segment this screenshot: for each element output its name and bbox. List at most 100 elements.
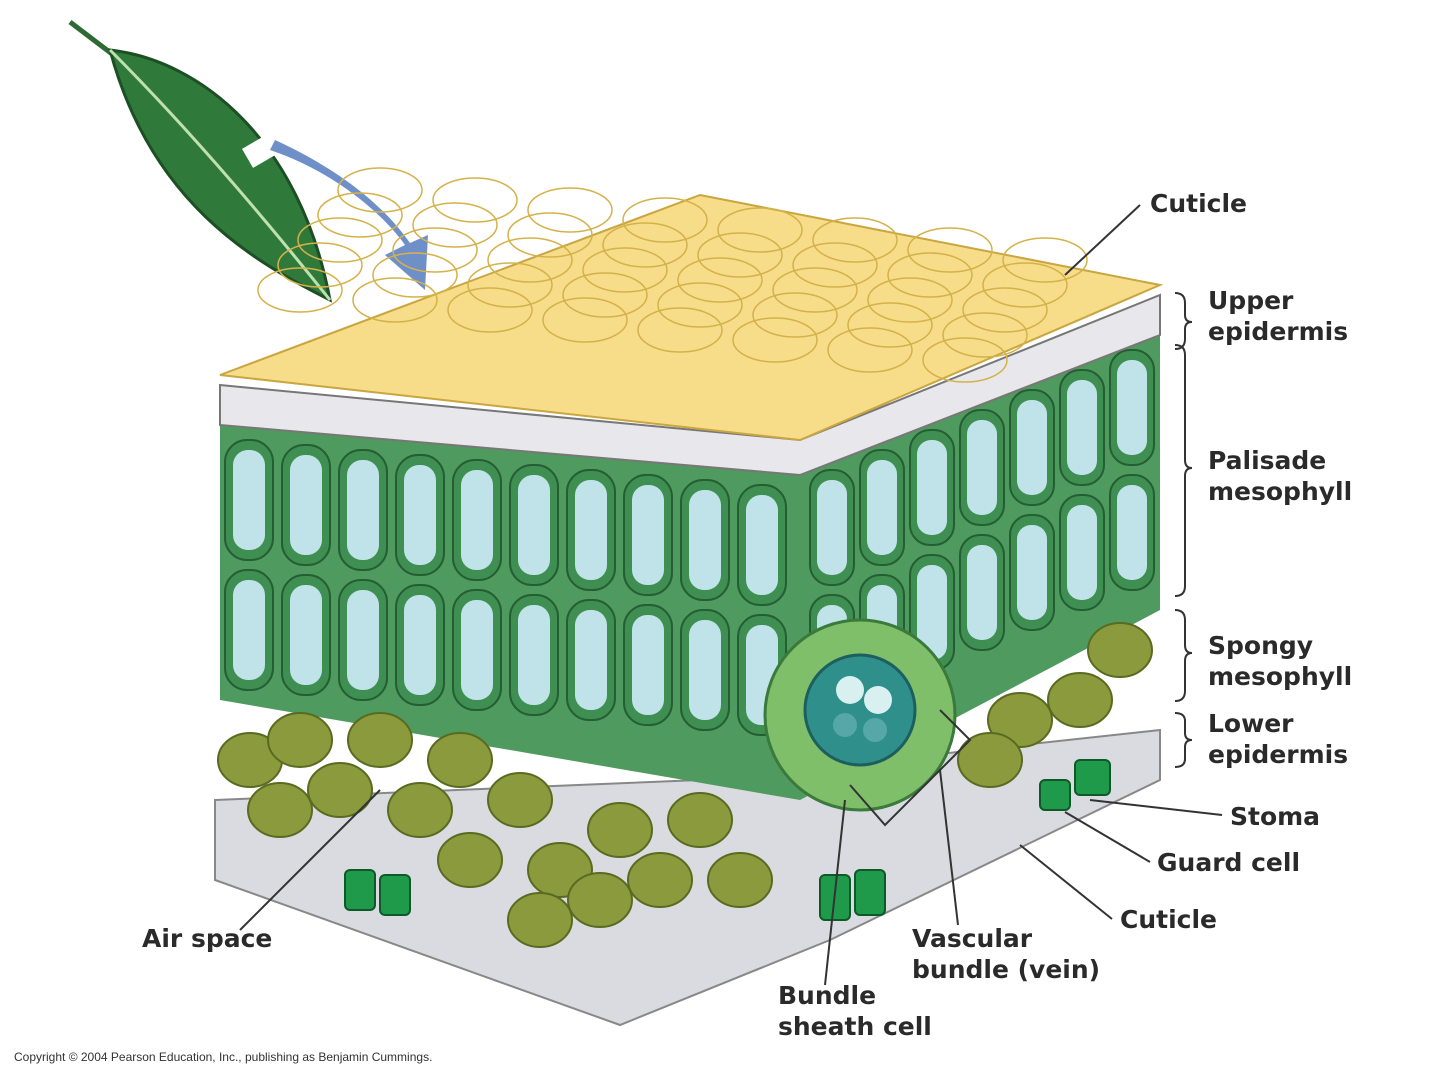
cuticle-cell <box>752 292 838 338</box>
label-line: epidermis <box>1208 740 1349 769</box>
spongy-cell <box>487 772 553 828</box>
cuticle-cell <box>657 282 743 328</box>
spongy-cell <box>667 792 733 848</box>
cuticle-cell-outlines <box>257 167 1088 383</box>
cuticle-cell <box>1002 237 1088 283</box>
cuticle-cell <box>982 262 1068 308</box>
spongy-cell <box>1087 622 1153 678</box>
cuticle-cell <box>277 242 363 288</box>
label-guard-cell: Guard cell <box>1157 848 1301 877</box>
cell-vacuole <box>518 605 550 705</box>
cell-vacuole <box>817 480 847 575</box>
cell-vacuole <box>347 590 379 690</box>
cell-vacuole <box>347 460 379 560</box>
label-line: bundle (vein) <box>912 955 1101 984</box>
cuticle-cell <box>677 257 763 303</box>
cell-vacuole <box>967 545 997 640</box>
cuticle-cell <box>507 212 593 258</box>
label-cuticle-top: Cuticle <box>1150 189 1248 218</box>
label-line: Lower <box>1208 709 1294 738</box>
spongy-mesophyll-cells <box>217 622 1153 948</box>
label-line: Bundle <box>778 981 877 1010</box>
cell-vacuole <box>233 580 265 680</box>
cuticle-cell <box>622 197 708 243</box>
arrow-icon <box>270 140 428 290</box>
spongy-cell <box>247 782 313 838</box>
cuticle-cell <box>717 207 803 253</box>
cuticle-cell <box>637 307 723 353</box>
spongy-cell <box>307 762 373 818</box>
cuticle-cell <box>432 177 518 223</box>
cell-vacuole <box>632 615 664 715</box>
label-line: mesophyll <box>1208 662 1353 691</box>
spongy-cell <box>427 732 493 788</box>
cell-vacuole <box>867 460 897 555</box>
spongy-cell <box>627 852 693 908</box>
cuticle-cell <box>527 187 613 233</box>
cuticle-cell <box>447 287 533 333</box>
cuticle-cell <box>962 287 1048 333</box>
cell-vacuole <box>1117 360 1147 455</box>
spongy-cell <box>347 712 413 768</box>
label-air-space: Air space <box>142 924 273 953</box>
label-line: epidermis <box>1208 317 1349 346</box>
cuticle-cell <box>257 267 343 313</box>
cell-vacuole <box>1067 380 1097 475</box>
spongy-cell <box>1047 672 1113 728</box>
copyright-notice: Copyright © 2004 Pearson Education, Inc.… <box>14 1050 433 1064</box>
cell-vacuole <box>575 480 607 580</box>
label-line: Palisade <box>1208 446 1327 475</box>
cell-vacuole <box>404 465 436 565</box>
cuticle-cell <box>337 167 423 213</box>
cuticle-cell <box>352 277 438 323</box>
spongy-cell <box>587 802 653 858</box>
cuticle-cell <box>467 262 553 308</box>
cuticle-cell <box>887 252 973 298</box>
guard-cells <box>344 759 1111 921</box>
cell-vacuole <box>689 490 721 590</box>
cell-vacuole <box>1067 505 1097 600</box>
leader-lines <box>239 204 1223 986</box>
spongy-cell <box>387 782 453 838</box>
cuticle-cell <box>542 297 628 343</box>
cell-vacuole <box>518 475 550 575</box>
cuticle-cell <box>412 202 498 248</box>
cell-vacuole <box>632 485 664 585</box>
label-line: Vascular <box>912 924 1033 953</box>
leaf-icon <box>68 20 333 303</box>
spongy-cell <box>567 872 633 928</box>
cell-vacuole <box>917 440 947 535</box>
cell-vacuole <box>1017 525 1047 620</box>
cuticle-cell <box>732 317 818 363</box>
cell-vacuole <box>461 600 493 700</box>
cuticle-cell <box>372 252 458 298</box>
cell-vacuole <box>917 565 947 660</box>
label-cuticle-bottom: Cuticle <box>1120 905 1218 934</box>
cell-vacuole <box>404 595 436 695</box>
spongy-cell <box>987 692 1053 748</box>
cuticle-cell <box>827 327 913 373</box>
spongy-cell <box>707 852 773 908</box>
cell-vacuole <box>746 495 778 595</box>
cuticle-cell <box>792 242 878 288</box>
cell-vacuole <box>461 470 493 570</box>
cell-vacuole <box>967 420 997 515</box>
label-line: sheath cell <box>778 1012 932 1041</box>
cell-vacuole <box>575 610 607 710</box>
spongy-cell <box>507 892 573 948</box>
cell-vacuole <box>290 585 322 685</box>
cuticle-cell <box>697 232 783 278</box>
spongy-cell <box>267 712 333 768</box>
cell-vacuole <box>1017 400 1047 495</box>
cell-vacuole <box>290 455 322 555</box>
cuticle-cell <box>297 217 383 263</box>
label-line: Spongy <box>1208 631 1314 660</box>
cuticle-cell <box>812 217 898 263</box>
cuticle-cell <box>392 227 478 273</box>
